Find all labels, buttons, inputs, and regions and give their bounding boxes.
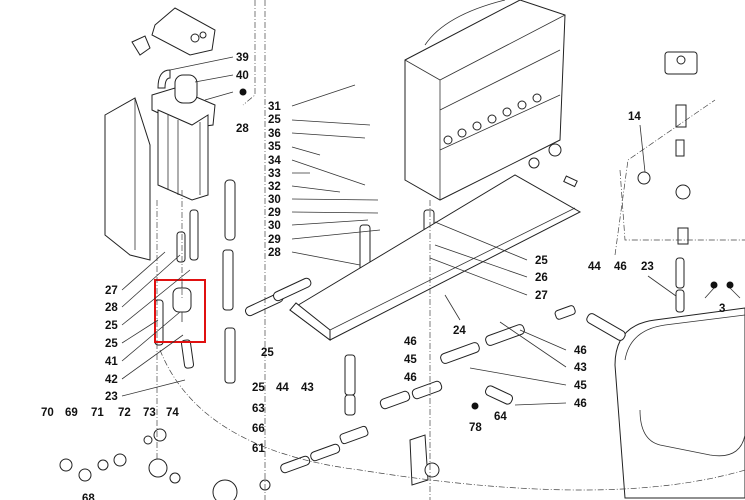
fittings-row xyxy=(59,428,271,500)
part-label: 23 xyxy=(641,261,654,273)
part-label: 72 xyxy=(118,407,131,419)
part-label: 46 xyxy=(404,336,417,348)
part-label: 46 xyxy=(614,261,627,273)
part-label: 31 xyxy=(268,101,281,113)
reservoir-tank xyxy=(151,69,216,201)
part-label: 27 xyxy=(105,285,118,297)
part-label: 25 xyxy=(105,320,118,332)
solenoid-valve xyxy=(637,51,698,245)
part-label: 25 xyxy=(268,114,281,126)
part-label: 73 xyxy=(143,407,156,419)
part-label: 46 xyxy=(574,345,587,357)
part-label: 46 xyxy=(574,398,587,410)
part-label: 25 xyxy=(252,382,265,394)
part-label: 39 xyxy=(236,52,249,64)
part-label: 30 xyxy=(268,194,281,206)
part-label: 14 xyxy=(628,111,641,123)
part-label: 69 xyxy=(65,407,78,419)
part-label: 68 xyxy=(82,493,95,500)
part-label: 36 xyxy=(268,128,281,140)
part-label: 30 xyxy=(268,220,281,232)
part-label: 28 xyxy=(268,247,281,259)
side-bracket xyxy=(104,97,151,261)
part-label: 42 xyxy=(105,374,118,386)
part-label: 25 xyxy=(261,347,274,359)
part-label: 25 xyxy=(105,338,118,350)
part-labels: 39 40 28 31 25 36 35 34 33 32 30 29 30 2… xyxy=(41,52,725,500)
part-label: 45 xyxy=(574,380,587,392)
part-label: 44 xyxy=(588,261,601,273)
bullet-marker xyxy=(710,281,718,289)
part-label: 41 xyxy=(105,356,118,368)
bullet-marker xyxy=(471,402,479,410)
part-label: 43 xyxy=(301,382,314,394)
part-label: 46 xyxy=(404,372,417,384)
part-label: 63 xyxy=(252,403,265,415)
lower-pipes xyxy=(280,305,626,486)
part-label: 28 xyxy=(236,123,249,135)
part-label: 29 xyxy=(268,207,281,219)
bullet-marker xyxy=(239,88,247,96)
part-label: 40 xyxy=(236,70,249,82)
part-label: 29 xyxy=(268,234,281,246)
part-label: 24 xyxy=(453,325,466,337)
part-label: 64 xyxy=(494,411,507,423)
bucket xyxy=(614,307,745,499)
boiler xyxy=(404,0,578,201)
part-label: 78 xyxy=(469,422,482,434)
part-label: 23 xyxy=(105,391,118,403)
part-label: 27 xyxy=(535,290,548,302)
part-label: 61 xyxy=(252,443,265,455)
part-label: 45 xyxy=(404,354,417,366)
part-label: 3 xyxy=(719,303,725,315)
tubes xyxy=(154,179,685,416)
part-label: 44 xyxy=(276,382,289,394)
part-label: 70 xyxy=(41,407,54,419)
part-label: 26 xyxy=(535,272,548,284)
part-label: 32 xyxy=(268,181,281,193)
part-label: 74 xyxy=(166,407,179,419)
part-label: 25 xyxy=(535,255,548,267)
part-label: 34 xyxy=(268,155,281,167)
part-label: 28 xyxy=(105,302,118,314)
bullet-marker xyxy=(726,281,734,289)
highlight-box xyxy=(154,279,206,343)
drip-tray xyxy=(289,174,582,341)
part-label: 66 xyxy=(252,423,265,435)
part-label: 71 xyxy=(91,407,104,419)
leader-lines xyxy=(121,56,741,406)
top-plate-assembly xyxy=(131,7,216,56)
part-label: 33 xyxy=(268,168,281,180)
part-label: 43 xyxy=(574,362,587,374)
part-label: 35 xyxy=(268,141,281,153)
